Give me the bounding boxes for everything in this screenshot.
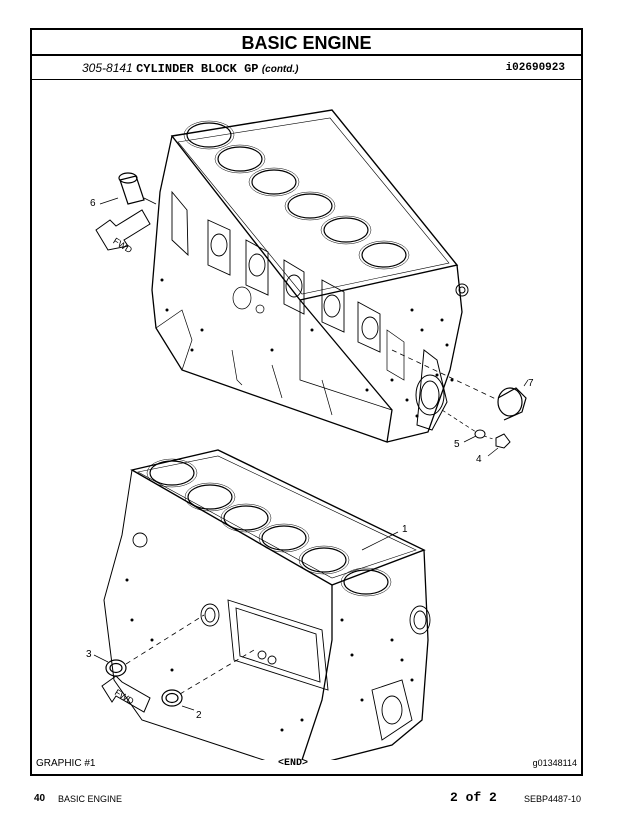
part-2-plug — [161, 649, 255, 707]
graphic-number: g01348114 — [532, 758, 577, 768]
fwd-arrow-upper: FWD — [95, 209, 151, 256]
callout-6: 6 — [90, 198, 96, 209]
page-frame: BASIC ENGINE 305-8141 CYLINDER BLOCK GP … — [30, 28, 583, 776]
illustration-id: i02690923 — [505, 62, 565, 74]
fwd-label-lower: FWD — [113, 687, 136, 707]
graphic-label: GRAPHIC #1 — [36, 758, 96, 769]
upper-cylinder-bores — [183, 120, 410, 270]
part-6-sleeve — [118, 172, 157, 205]
end-marker: <END> — [278, 758, 309, 769]
callout-1: 1 — [402, 524, 408, 535]
exploded-view-illustration: FWD 6 7 5 4 — [86, 109, 534, 760]
callout-5: 5 — [454, 439, 460, 450]
part-5-washer — [441, 409, 486, 439]
page-of: 2 of 2 — [450, 790, 497, 805]
footer-section: BASIC ENGINE — [58, 794, 123, 804]
subheader: 305-8141 CYLINDER BLOCK GP (contd.) i026… — [32, 56, 581, 80]
callout-7: 7 — [528, 378, 534, 389]
document-id: SEBP4487-10 — [524, 794, 582, 804]
part-name: CYLINDER BLOCK GP — [136, 62, 259, 76]
callout-2: 2 — [196, 710, 202, 721]
page-footer: 40 BASIC ENGINE 2 of 2 SEBP4487-10 — [0, 790, 638, 810]
lower-cylinder-block — [103, 449, 431, 760]
part-3-plug — [105, 614, 205, 677]
part-7-plug — [391, 349, 527, 421]
upper-cylinder-block — [151, 109, 469, 443]
lower-cylinder-bores — [146, 458, 392, 597]
fwd-label-upper: FWD — [111, 236, 134, 256]
contd-label: (contd.) — [261, 64, 299, 75]
fwd-arrow-lower: FWD — [101, 675, 151, 713]
page-title: BASIC ENGINE — [32, 30, 581, 56]
callout-4: 4 — [476, 454, 482, 465]
part-4-plug — [483, 433, 511, 449]
page-number: 40 — [34, 793, 46, 804]
part-heading: 305-8141 CYLINDER BLOCK GP (contd.) — [82, 56, 298, 82]
part-number: 305-8141 — [82, 61, 133, 75]
callout-3: 3 — [86, 649, 92, 660]
